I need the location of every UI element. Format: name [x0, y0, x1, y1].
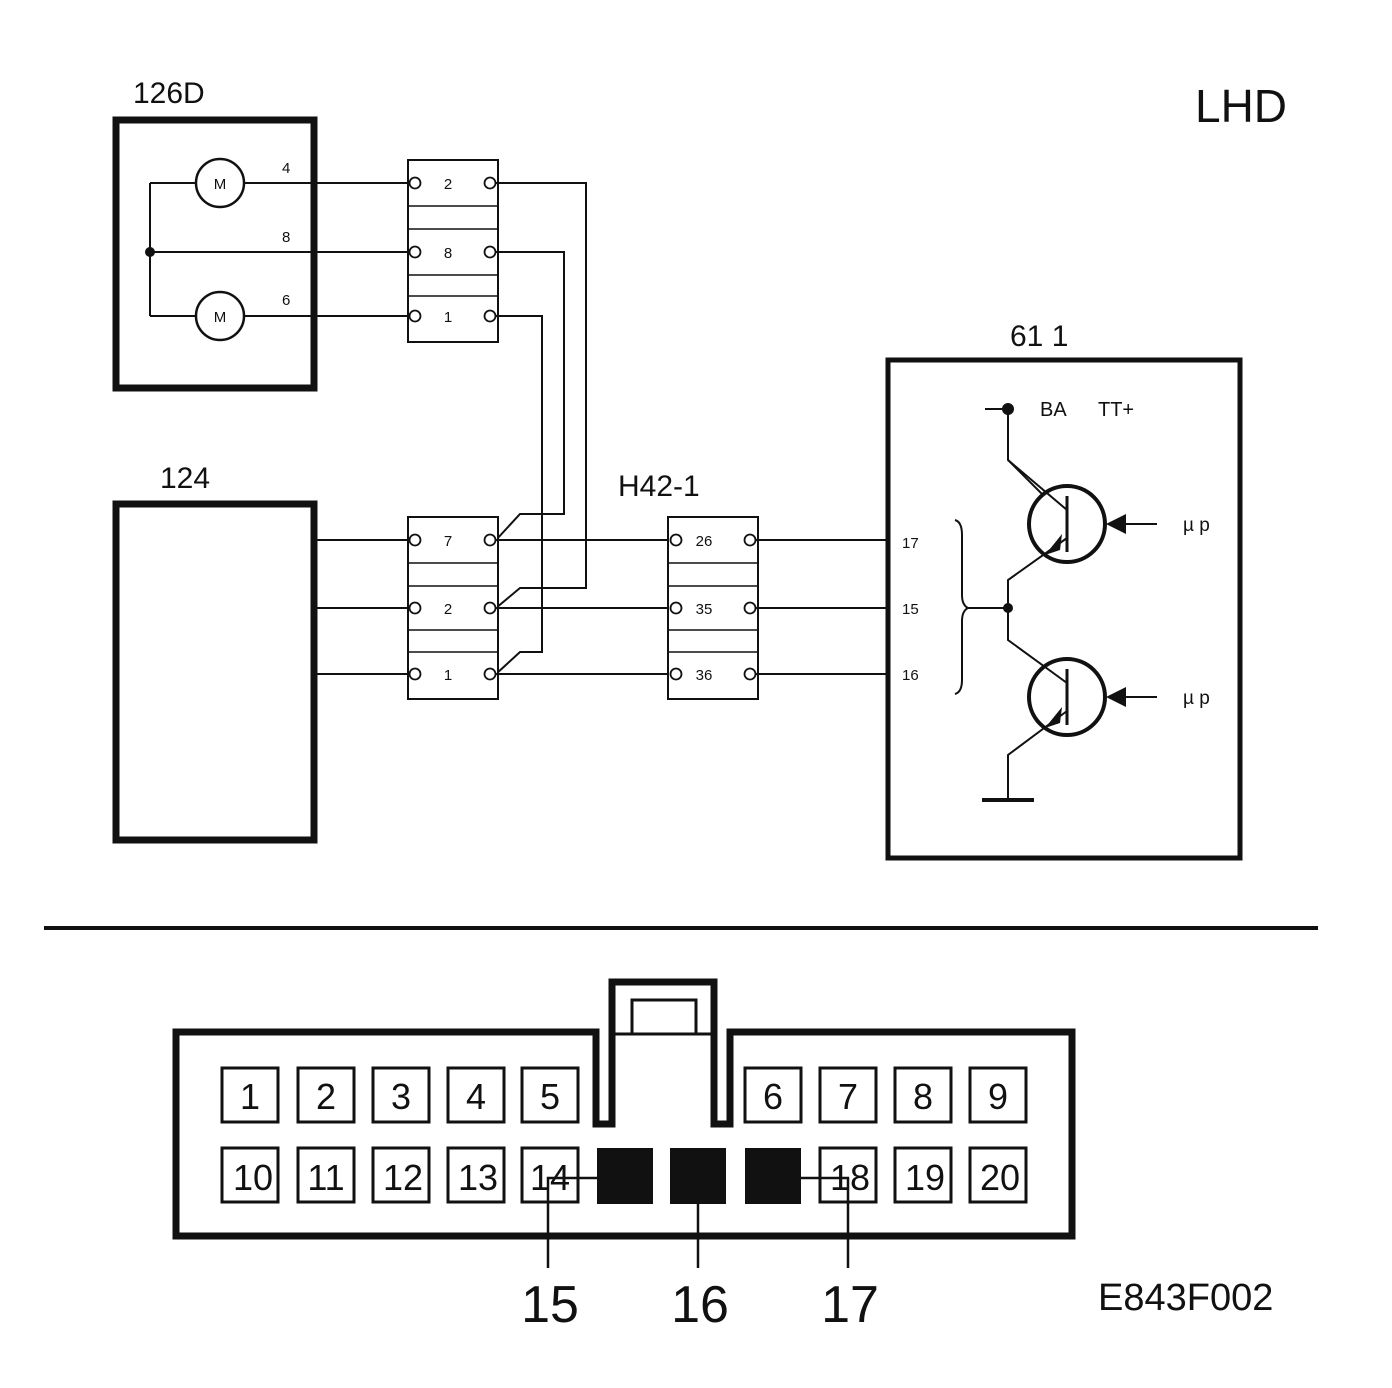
transistor-lower-input: µ p [1183, 688, 1210, 709]
cavity-17 [745, 1148, 801, 1204]
callout-leaders [546, 1176, 850, 1268]
plug-cell: 12 [383, 1157, 423, 1198]
module-126d-title: 126D [133, 77, 205, 110]
module-124-box [112, 500, 318, 844]
plug-cell: 13 [458, 1157, 498, 1198]
motor-lower: M [194, 290, 246, 342]
plug-latch [630, 998, 698, 1036]
connector-h42-pin-2: 35 [696, 601, 713, 618]
plug-bottom-row: 10 11 12 13 14 18 19 20 [220, 1146, 1028, 1204]
module-124: 124 [112, 462, 410, 844]
connector-lower-pin-3: 1 [444, 667, 452, 684]
plug-top-row: 1 2 3 4 5 6 7 8 9 [220, 1066, 1028, 1124]
plug-outline [172, 978, 1076, 1240]
figure-id: E843F002 [1098, 1277, 1273, 1319]
plug-cell: 6 [763, 1076, 783, 1117]
transistor-lower: µ p [1007, 608, 1210, 798]
module-61-pin-1: 17 [902, 535, 919, 552]
plug-cell: 1 [240, 1076, 260, 1117]
module-61-box [885, 357, 1243, 861]
motor-lower-label: M [214, 309, 227, 326]
connector-upper-pin-3: 1 [444, 309, 452, 326]
cross-wiring [495, 182, 587, 675]
connector-h42-pin-3: 36 [696, 667, 713, 684]
plug-cell: 7 [838, 1076, 858, 1117]
callout-16: 16 [671, 1276, 729, 1334]
connector-upper-pin-2: 8 [444, 245, 452, 262]
connector-lower-pin-1: 7 [444, 533, 452, 550]
module-61-title: 61 1 [1010, 320, 1068, 353]
module-124-title: 124 [160, 462, 210, 495]
transistor-upper: µ p [1007, 459, 1210, 608]
callout-15: 15 [521, 1276, 579, 1334]
plug-cell: 10 [233, 1157, 273, 1198]
cavity-16 [670, 1148, 726, 1204]
variant-label: LHD [1195, 80, 1287, 132]
module-126d-pin-1: 4 [282, 160, 290, 177]
plug-cell: 3 [391, 1076, 411, 1117]
module-61-pin-2: 15 [902, 601, 919, 618]
module-126d: 126D M M 4 8 6 [112, 77, 410, 392]
plug-cell: 9 [988, 1076, 1008, 1117]
plug-cell: 2 [316, 1076, 336, 1117]
supply-label-ba: BA [1040, 399, 1067, 421]
plug-cell: 20 [980, 1157, 1020, 1198]
connector-h42: H42-1 26 35 36 [618, 470, 759, 700]
module-126d-pin-2: 8 [282, 229, 290, 246]
module-61-pin-3: 16 [902, 667, 919, 684]
supply-label-tt: TT+ [1098, 399, 1134, 421]
transistor-upper-input: µ p [1183, 515, 1210, 536]
plug-cell: 11 [307, 1157, 344, 1198]
motor-upper: M [194, 157, 246, 209]
cavity-15 [597, 1148, 653, 1204]
module-126d-pin-3: 6 [282, 292, 290, 309]
module-61: 61 1 17 15 16 BA TT+ µ p [885, 320, 1243, 861]
plug-face: 1 2 3 4 5 6 7 8 9 10 11 12 1 [172, 978, 1076, 1334]
connector-lower: 7 2 1 [407, 516, 499, 700]
module-126d-box [112, 116, 318, 392]
plug-cell: 4 [466, 1076, 486, 1117]
connector-h42-pin-1: 26 [696, 533, 713, 550]
connector-upper: 2 8 1 [407, 159, 499, 343]
connector-upper-pin-1: 2 [444, 176, 452, 193]
connector-h42-title: H42-1 [618, 470, 700, 503]
plug-cell: 19 [905, 1157, 945, 1198]
motor-upper-label: M [214, 176, 227, 193]
connector-lower-pin-2: 2 [444, 601, 452, 618]
plug-cell: 8 [913, 1076, 933, 1117]
callout-17: 17 [821, 1276, 879, 1334]
plug-cell: 5 [540, 1076, 560, 1117]
